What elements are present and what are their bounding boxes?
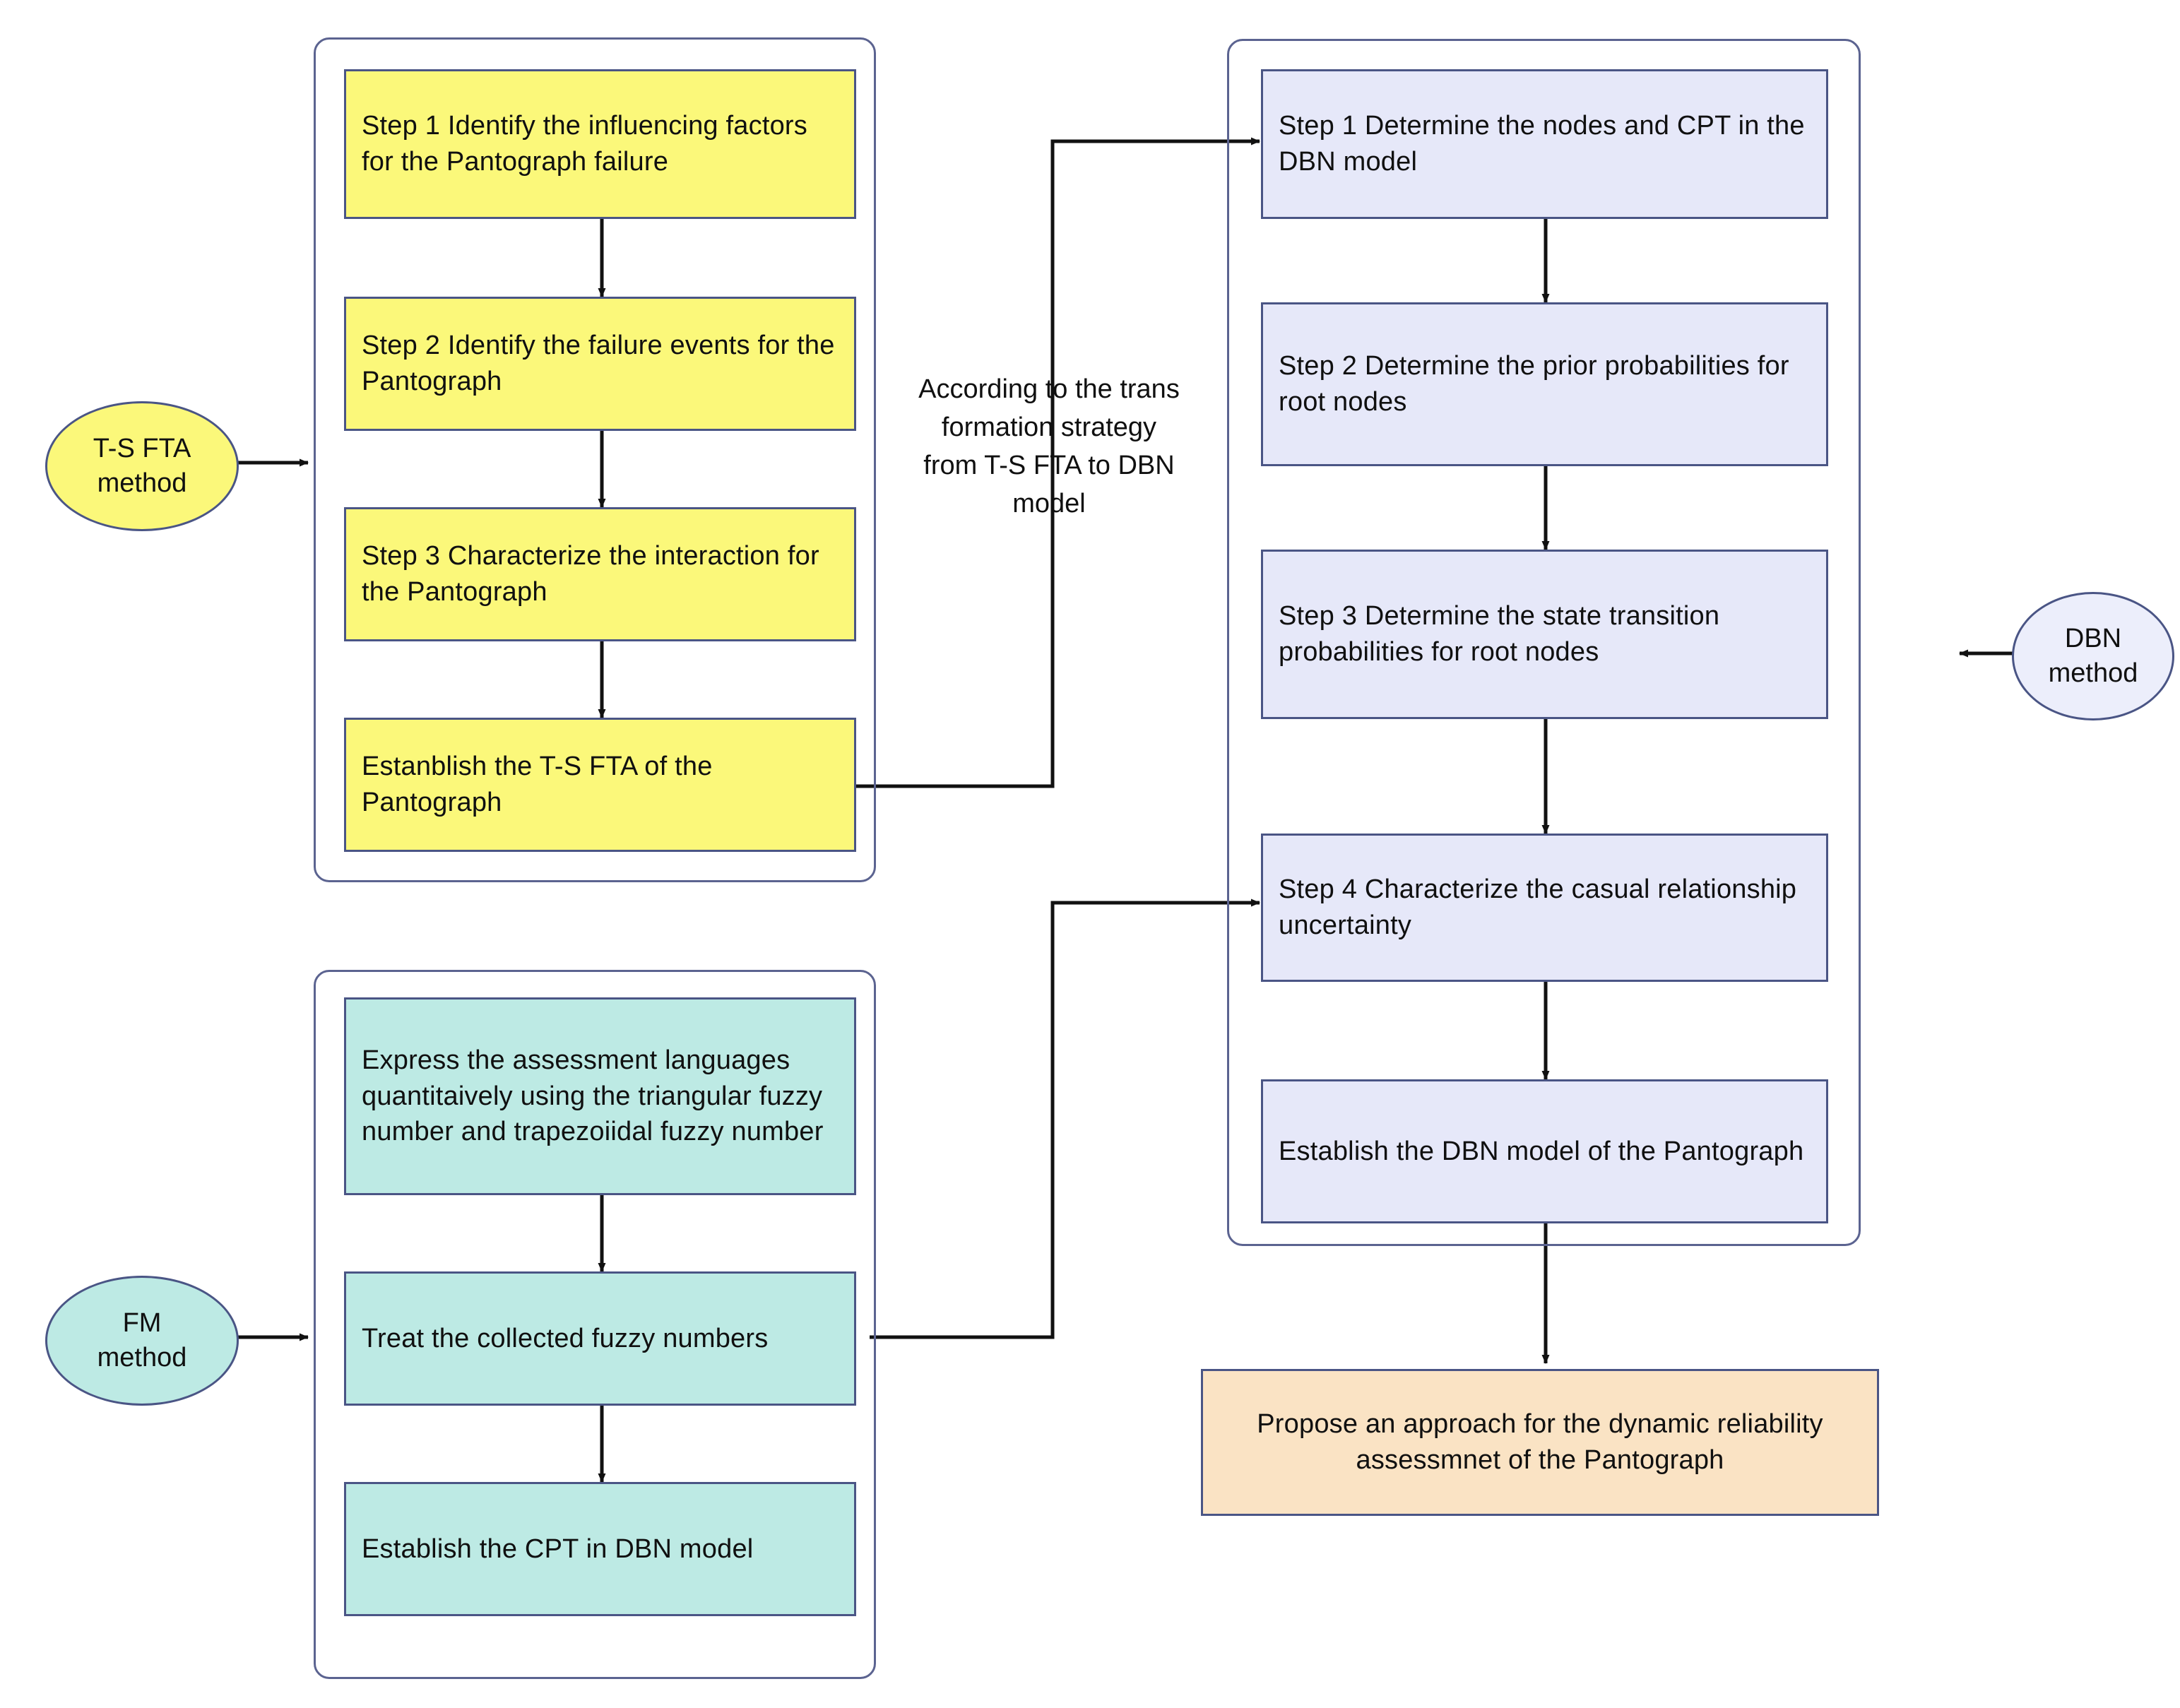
step-box-fm-step-2[interactable]: Treat the collected fuzzy numbers xyxy=(344,1271,856,1406)
step-box-fm-step-2-label: Treat the collected fuzzy numbers xyxy=(362,1323,769,1353)
fm-group-container xyxy=(314,970,876,1679)
connector-label-transformation-strategy: According to the trans formation strateg… xyxy=(911,371,1187,523)
entry-node-fm-method[interactable]: FM method xyxy=(45,1276,239,1406)
step-box-ts-step-2-label: Step 2 Identify the failure events for t… xyxy=(362,331,835,396)
entry-node-ts-fta-method[interactable]: T-S FTA method xyxy=(45,401,239,531)
step-box-ts-step-3[interactable]: Step 3 Characterize the interaction for … xyxy=(344,507,856,641)
step-box-ts-step-1[interactable]: Step 1 Identify the influencing factors … xyxy=(344,69,856,219)
step-box-dbn-step-2[interactable]: Step 2 Determine the prior probabilities… xyxy=(1261,302,1828,466)
arrow-tsfta-to-dbn-step1 xyxy=(855,137,1260,788)
step-box-dbn-step-5-label: Establish the DBN model of the Pantograp… xyxy=(1279,1136,1804,1166)
step-box-fm-step-3[interactable]: Establish the CPT in DBN model xyxy=(344,1482,856,1616)
entry-node-fm-method-label: FM method xyxy=(97,1307,187,1372)
step-box-ts-step-3-label: Step 3 Characterize the interaction for … xyxy=(362,541,819,607)
step-box-dbn-step-2-label: Step 2 Determine the prior probabilities… xyxy=(1279,351,1789,417)
ts-fta-group-container xyxy=(314,37,876,882)
step-box-dbn-step-3-label: Step 3 Determine the state transition pr… xyxy=(1279,601,1720,667)
step-box-ts-step-4-label: Estanblish the T-S FTA of the Pantograph xyxy=(362,752,713,817)
step-box-fm-step-1-label: Express the assessment languages quantit… xyxy=(362,1045,824,1147)
step-box-fm-step-3-label: Establish the CPT in DBN model xyxy=(362,1534,754,1564)
step-box-dbn-step-1-label: Step 1 Determine the nodes and CPT in th… xyxy=(1279,111,1805,177)
entry-node-ts-fta-method-label: T-S FTA method xyxy=(93,433,191,498)
step-box-dbn-step-3[interactable]: Step 3 Determine the state transition pr… xyxy=(1261,550,1828,719)
step-box-ts-step-4[interactable]: Estanblish the T-S FTA of the Pantograph xyxy=(344,718,856,852)
step-box-ts-step-1-label: Step 1 Identify the influencing factors … xyxy=(362,111,807,177)
step-box-ts-step-2[interactable]: Step 2 Identify the failure events for t… xyxy=(344,297,856,431)
connector-label-text: According to the trans formation strateg… xyxy=(918,374,1180,518)
step-box-dbn-step-5[interactable]: Establish the DBN model of the Pantograp… xyxy=(1261,1079,1828,1223)
step-box-fm-step-1[interactable]: Express the assessment languages quantit… xyxy=(344,997,856,1195)
entry-node-dbn-method[interactable]: DBN method xyxy=(2012,592,2174,720)
step-box-dbn-step-4-label: Step 4 Characterize the casual relations… xyxy=(1279,874,1797,940)
arrow-fm-to-dbn-step4 xyxy=(870,899,1260,1339)
outcome-box[interactable]: Propose an approach for the dynamic reli… xyxy=(1201,1369,1879,1516)
outcome-box-label: Propose an approach for the dynamic reli… xyxy=(1257,1409,1823,1475)
step-box-dbn-step-1[interactable]: Step 1 Determine the nodes and CPT in th… xyxy=(1261,69,1828,219)
entry-node-dbn-method-label: DBN method xyxy=(2048,623,2138,688)
dbn-group-container xyxy=(1227,39,1861,1246)
step-box-dbn-step-4[interactable]: Step 4 Characterize the casual relations… xyxy=(1261,834,1828,982)
